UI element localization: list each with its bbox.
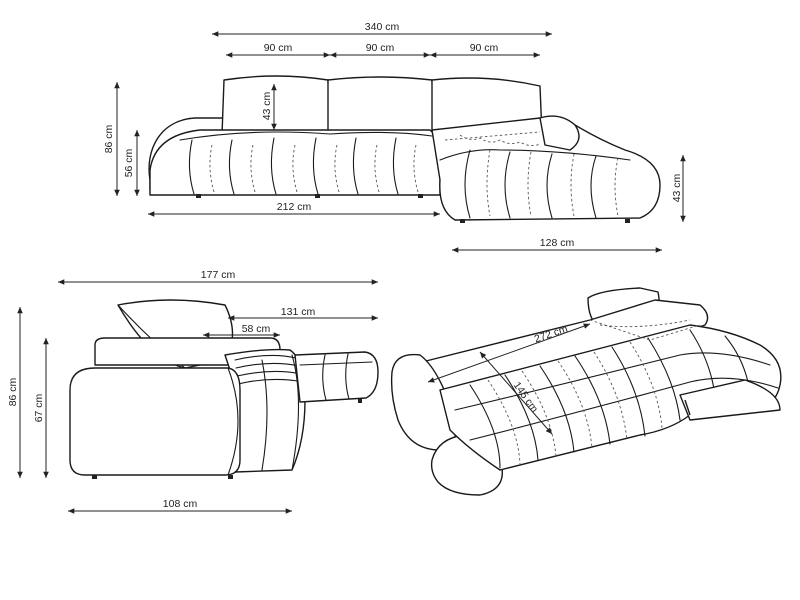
back-cushion-1-label: 90 cm [264, 42, 293, 54]
side-chaise [294, 351, 379, 403]
back-cushion-3-label: 90 cm [470, 42, 499, 54]
seat-height-label: 56 cm [123, 148, 135, 177]
front-total-height-label: 86 cm [103, 124, 115, 153]
side-chaise-depth-label: 131 cm [281, 306, 316, 318]
chaise-width-label: 128 cm [540, 237, 575, 249]
back-cushion-2-label: 90 cm [366, 42, 395, 54]
side-armrest-height-label: 67 cm [33, 393, 45, 422]
seat-bubbles [179, 131, 433, 195]
side-base-depth-label: 108 cm [163, 498, 198, 510]
cushion-height-label: 43 cm [261, 91, 273, 120]
chaise [431, 117, 661, 221]
back-cushion-left [221, 75, 331, 139]
bed-view: 272 cm 145 cm [390, 287, 782, 496]
side-armrest [69, 367, 241, 476]
side-total-height-label: 86 cm [7, 377, 19, 406]
seat-width-label: 212 cm [277, 201, 312, 213]
side-seat-depth-label: 58 cm [242, 323, 271, 335]
chaise-height-label: 43 cm [671, 173, 683, 202]
chaise-bubbles [439, 131, 631, 219]
side-total-depth-label: 177 cm [201, 269, 236, 281]
front-total-width-label: 340 cm [365, 21, 400, 33]
front-view: 340 cm 90 cm 90 cm 90 cm 43 cm 86 cm 56 … [103, 21, 686, 253]
back-cushion-middle [327, 76, 435, 139]
side-view: 177 cm 131 cm 58 cm 86 cm 67 cm 108 cm [7, 269, 379, 514]
